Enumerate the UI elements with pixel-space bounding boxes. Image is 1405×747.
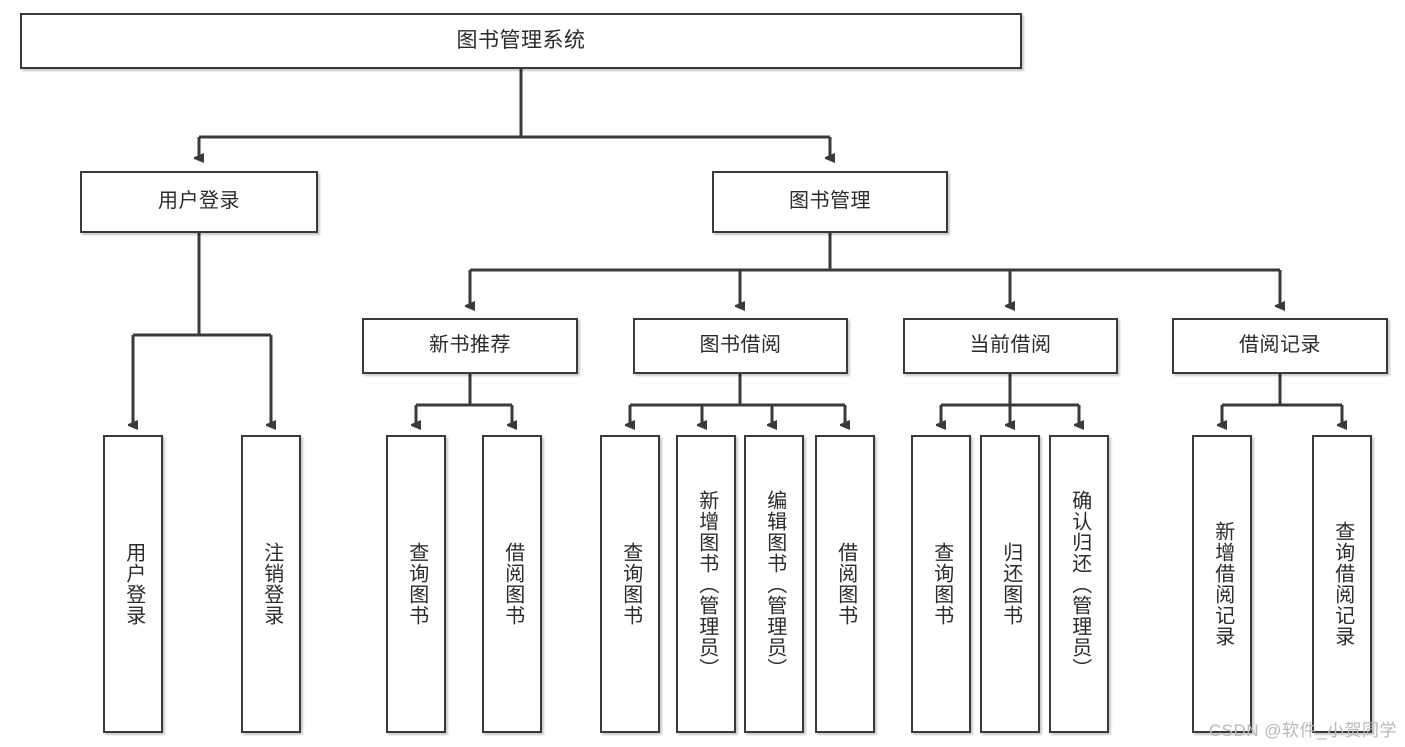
node-group-book-borrow-label: 图书借阅 bbox=[699, 334, 782, 357]
node-leaf-book-borrow-4-label: 借阅图书 bbox=[834, 542, 857, 626]
node-root-label: 图书管理系统 bbox=[456, 28, 586, 52]
node-leaf-book-borrow-1[interactable]: 查询图书 bbox=[600, 435, 660, 733]
watermark: CSDN @软件_小贺同学 bbox=[1208, 721, 1397, 740]
node-user-login-label: 用户登录 bbox=[158, 190, 240, 213]
node-leaf-new-book-1[interactable]: 查询图书 bbox=[386, 435, 446, 733]
node-user-login[interactable]: 用户登录 bbox=[80, 171, 318, 233]
node-leaf-user-login-2[interactable]: 注销登录 bbox=[241, 435, 301, 733]
node-book-management-label: 图书管理 bbox=[789, 190, 871, 213]
node-leaf-borrow-record-2[interactable]: 查询借阅记录 bbox=[1312, 435, 1372, 733]
node-leaf-current-borrow-1[interactable]: 查询图书 bbox=[911, 435, 971, 733]
node-group-current-borrow-label: 当前借阅 bbox=[969, 334, 1052, 357]
node-group-borrow-record[interactable]: 借阅记录 bbox=[1172, 318, 1388, 374]
node-leaf-book-borrow-4[interactable]: 借阅图书 bbox=[815, 435, 875, 733]
node-leaf-book-borrow-3-label: 编辑图书（管理员） bbox=[763, 489, 786, 679]
node-leaf-user-login-1[interactable]: 用户登录 bbox=[103, 435, 163, 733]
node-leaf-book-borrow-2[interactable]: 新增图书（管理员） bbox=[676, 435, 736, 733]
node-leaf-new-book-2-label: 借阅图书 bbox=[501, 542, 524, 626]
node-leaf-book-borrow-3[interactable]: 编辑图书（管理员） bbox=[744, 435, 804, 733]
node-leaf-current-borrow-1-label: 查询图书 bbox=[930, 542, 953, 626]
node-leaf-current-borrow-2[interactable]: 归还图书 bbox=[980, 435, 1040, 733]
node-leaf-current-borrow-3-label: 确认归还（管理员） bbox=[1068, 489, 1091, 679]
node-group-borrow-record-label: 借阅记录 bbox=[1239, 334, 1321, 357]
node-book-management[interactable]: 图书管理 bbox=[712, 171, 948, 233]
node-group-new-book-recommend-label: 新书推荐 bbox=[429, 334, 511, 357]
node-leaf-current-borrow-2-label: 归还图书 bbox=[999, 542, 1022, 626]
node-leaf-user-login-2-label: 注销登录 bbox=[260, 542, 283, 626]
node-leaf-borrow-record-2-label: 查询借阅记录 bbox=[1331, 521, 1354, 647]
node-leaf-current-borrow-3[interactable]: 确认归还（管理员） bbox=[1049, 435, 1109, 733]
node-leaf-book-borrow-2-label: 新增图书（管理员） bbox=[695, 489, 718, 679]
node-group-book-borrow[interactable]: 图书借阅 bbox=[633, 318, 848, 374]
node-leaf-new-book-2[interactable]: 借阅图书 bbox=[482, 435, 542, 733]
node-leaf-borrow-record-1-label: 新增借阅记录 bbox=[1211, 521, 1234, 647]
node-root[interactable]: 图书管理系统 bbox=[20, 13, 1022, 69]
node-leaf-user-login-1-label: 用户登录 bbox=[122, 542, 145, 626]
node-leaf-borrow-record-1[interactable]: 新增借阅记录 bbox=[1192, 435, 1252, 733]
node-group-current-borrow[interactable]: 当前借阅 bbox=[903, 318, 1118, 374]
node-leaf-new-book-1-label: 查询图书 bbox=[405, 542, 428, 626]
node-leaf-book-borrow-1-label: 查询图书 bbox=[619, 542, 642, 626]
node-group-new-book-recommend[interactable]: 新书推荐 bbox=[362, 318, 578, 374]
